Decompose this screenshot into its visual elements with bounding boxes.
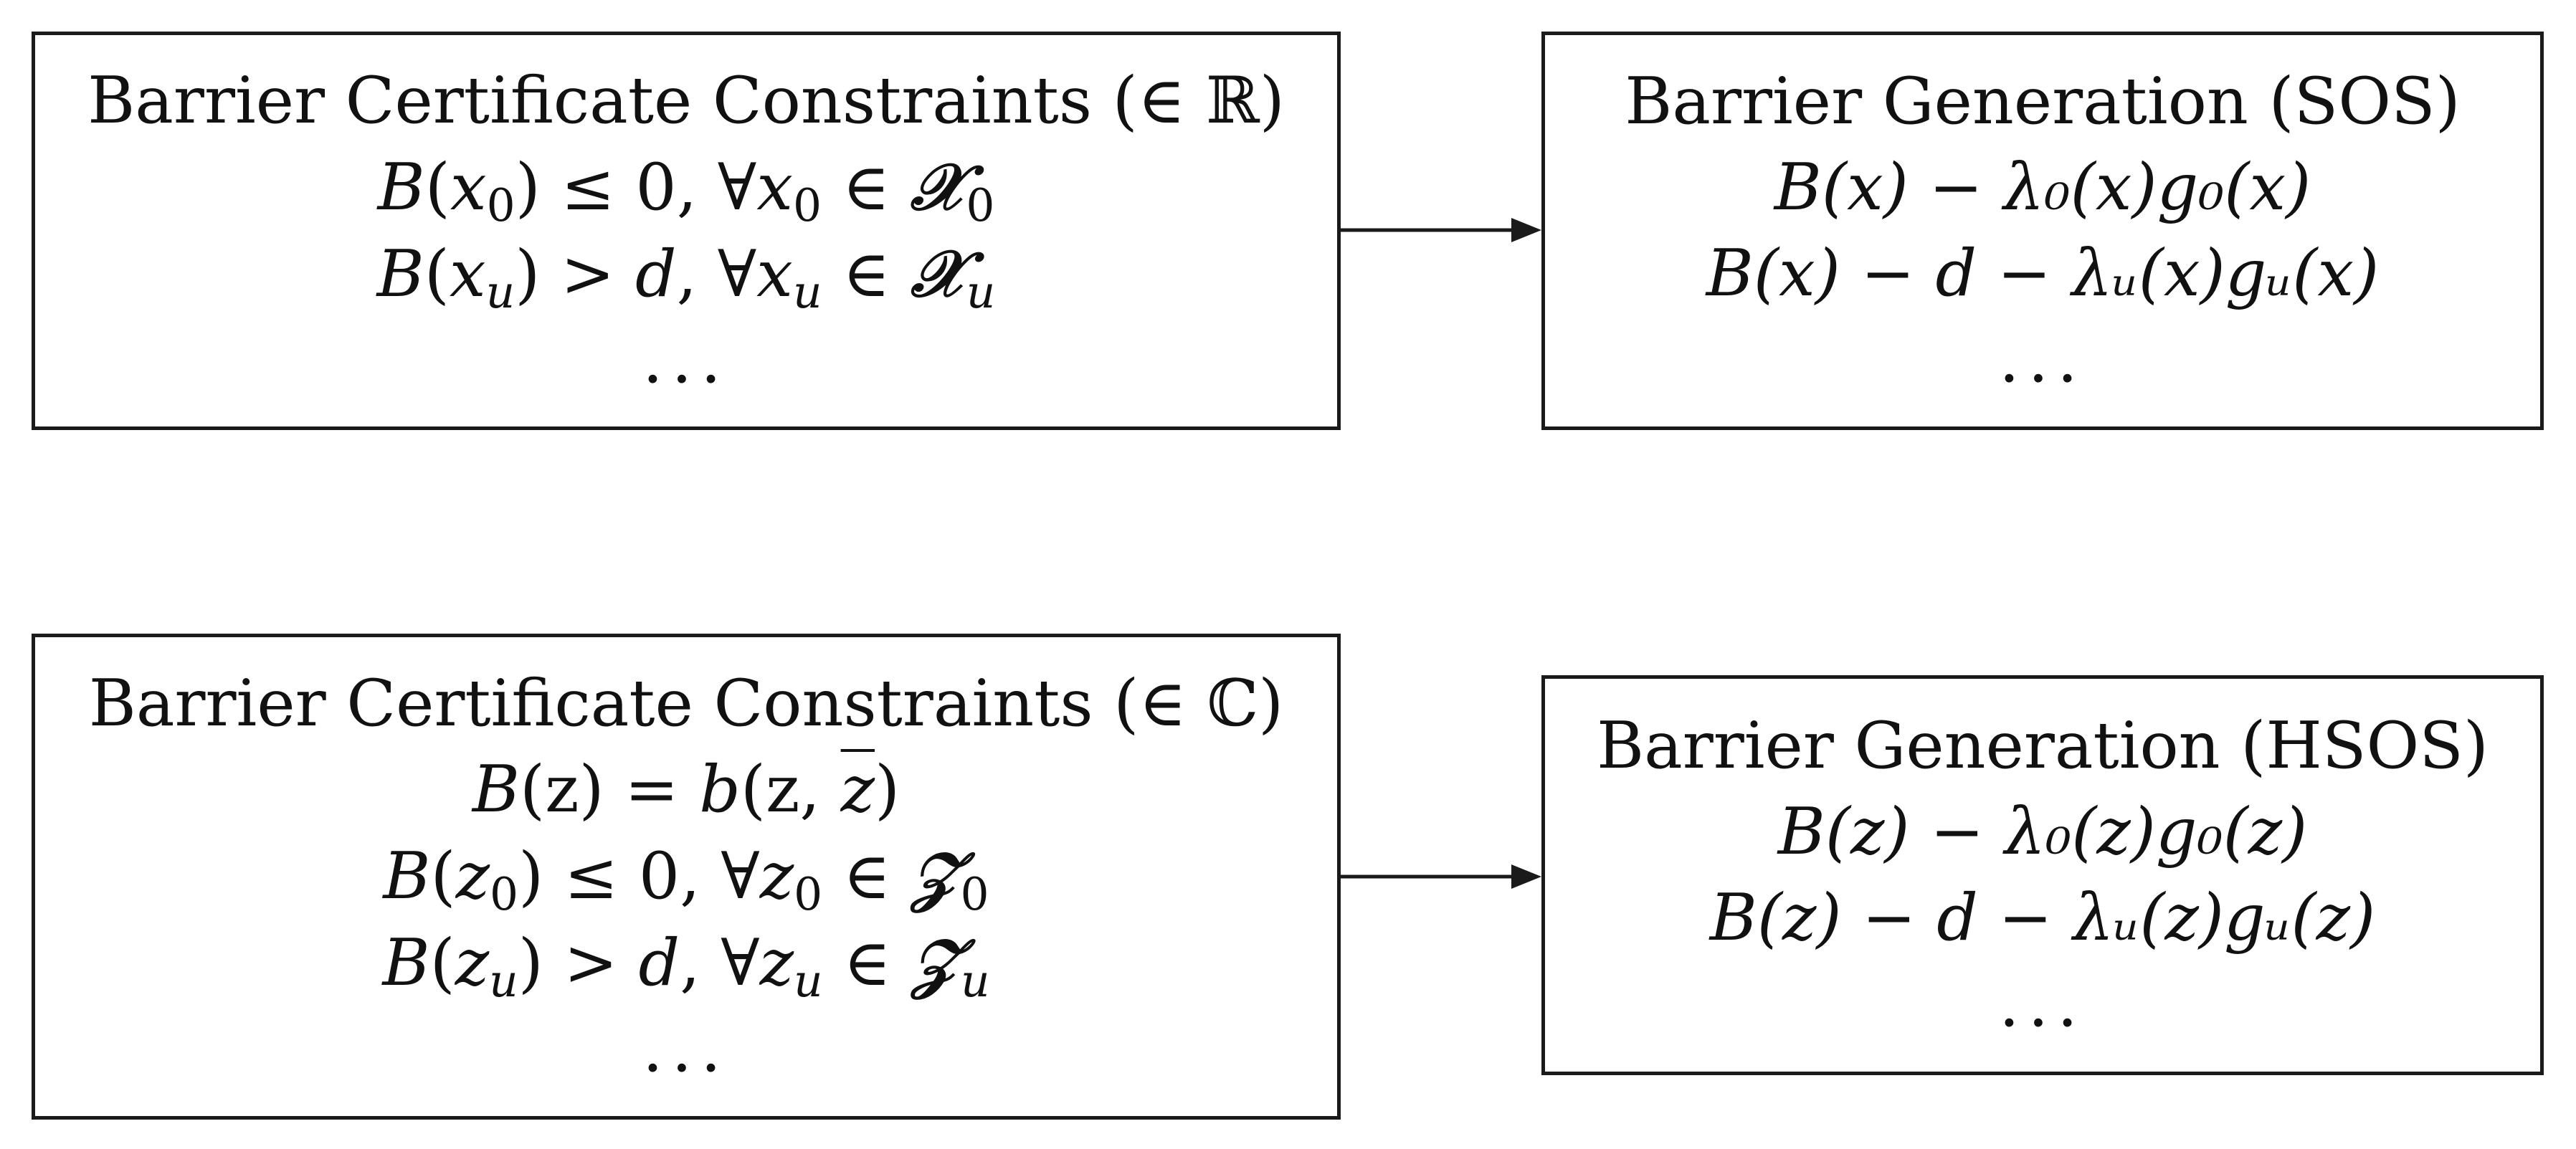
sos-initial-expression: B(x) − λ₀(x)g₀(x): [1774, 150, 2311, 225]
real-initial-constraint: B(x0) ≤ 0, ∀x0 ∈ 𝒳0: [377, 149, 995, 232]
hsos-initial-expression: B(z) − λ₀(z)g₀(z): [1777, 794, 2308, 869]
real-constraints-box: Barrier Certificate Constraints (∈ ℝ) B(…: [32, 32, 1341, 430]
complex-unsafe-constraint: B(zu) > d, ∀zu ∈ 𝒵u: [382, 925, 990, 1007]
hsos-generation-box: Barrier Generation (HSOS) B(z) − λ₀(z)g₀…: [1541, 675, 2544, 1075]
hsos-unsafe-expression: B(z) − d − λᵤ(z)gᵤ(z): [1709, 880, 2376, 955]
real-constraints-title: Barrier Certificate Constraints (∈ ℝ): [87, 63, 1285, 138]
real-unsafe-constraint: B(xu) > d, ∀xu ∈ 𝒳u: [376, 236, 996, 318]
sos-generation-title: Barrier Generation (SOS): [1625, 64, 2461, 139]
hsos-generation-title: Barrier Generation (HSOS): [1596, 708, 2489, 783]
arrow-real-to-sos: [1341, 218, 1541, 242]
hsos-generation-ellipsis: ...: [1999, 966, 2086, 1041]
sos-generation-box: Barrier Generation (SOS) B(x) − λ₀(x)g₀(…: [1541, 32, 2544, 430]
real-constraints-ellipsis: ...: [642, 323, 730, 398]
complex-constraints-box: Barrier Certificate Constraints (∈ ℂ) B(…: [32, 634, 1341, 1120]
sos-unsafe-expression: B(x) − d − λᵤ(x)gᵤ(x): [1706, 236, 2380, 311]
sos-generation-ellipsis: ...: [1999, 322, 2086, 397]
arrow-complex-to-hsos: [1341, 864, 1541, 889]
complex-initial-constraint: B(z0) ≤ 0, ∀z0 ∈ 𝒵0: [383, 838, 989, 920]
complex-constraints-title: Barrier Certificate Constraints (∈ ℂ): [88, 666, 1284, 741]
complex-barrier-definition: B(z) = b(z, z): [472, 752, 900, 827]
complex-constraints-ellipsis: ...: [642, 1011, 730, 1087]
